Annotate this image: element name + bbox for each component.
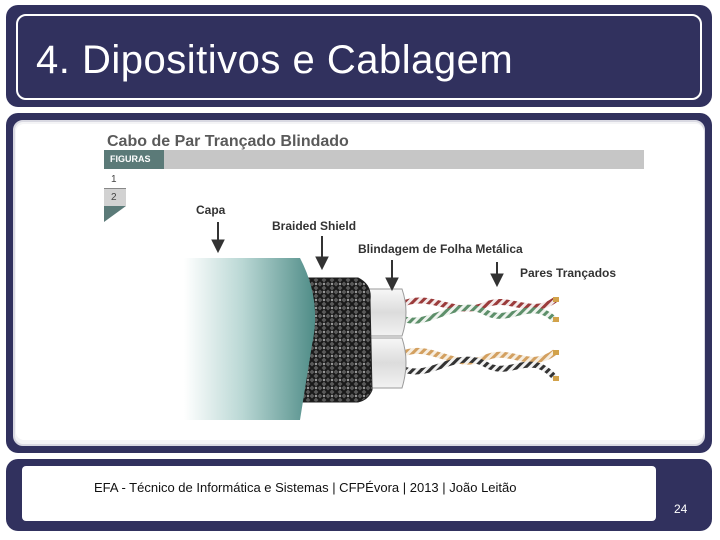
figure-number-2[interactable]: 2 bbox=[104, 188, 126, 206]
label-capa: Capa bbox=[196, 203, 226, 217]
label-braided-shield: Braided Shield bbox=[272, 219, 357, 233]
braided-shield bbox=[299, 277, 373, 403]
label-foil-shield: Blindagem de Folha Metálica bbox=[358, 242, 523, 256]
title-frame-border bbox=[16, 14, 702, 100]
down-arrow-icon bbox=[490, 262, 504, 288]
figure-tab[interactable]: FIGURAS bbox=[104, 150, 164, 169]
down-arrow-icon bbox=[385, 260, 399, 292]
slide-title: 4. Dipositivos e Cablagem bbox=[36, 38, 514, 82]
label-twisted-pairs: Pares Trançados bbox=[520, 266, 617, 280]
title-frame bbox=[6, 5, 712, 107]
figure-header-bar bbox=[104, 150, 644, 169]
page-number: 24 bbox=[674, 502, 688, 516]
down-arrow-icon bbox=[211, 222, 225, 254]
twisted-pairs bbox=[398, 297, 559, 381]
cable-jacket bbox=[184, 258, 316, 420]
figure-number-1[interactable]: 1 bbox=[104, 171, 126, 189]
down-arrow-icon bbox=[315, 236, 329, 271]
footer-text: EFA - Técnico de Informática e Sistemas … bbox=[94, 480, 517, 495]
footer-box bbox=[22, 466, 656, 521]
figure-title: Cabo de Par Trançado Blindado bbox=[107, 133, 349, 150]
